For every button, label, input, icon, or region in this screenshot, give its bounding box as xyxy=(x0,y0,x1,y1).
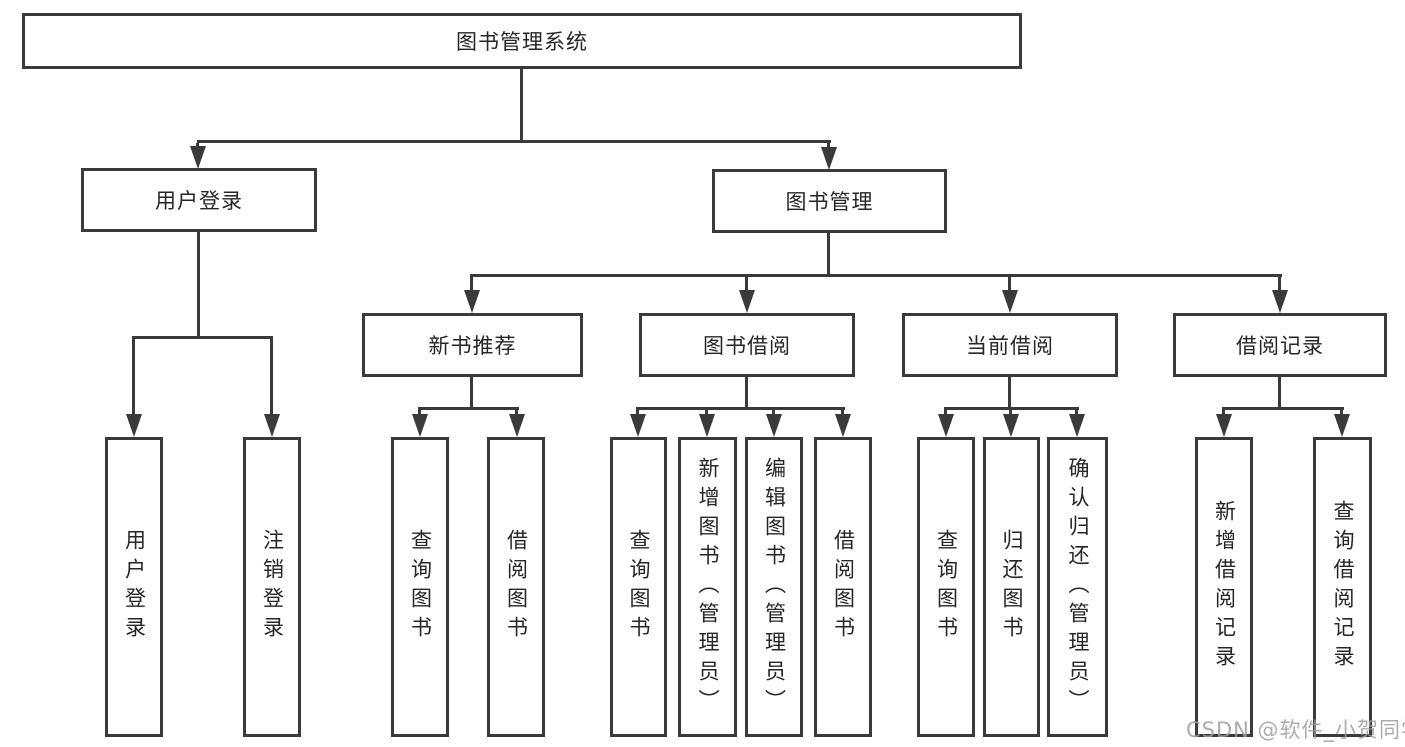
arrow-down-icon xyxy=(464,290,480,313)
connector-line xyxy=(132,339,135,418)
node-label: 借阅图书 xyxy=(831,529,856,645)
node-label: 查询借阅记录 xyxy=(1331,500,1355,674)
arrow-down-icon xyxy=(699,414,715,437)
arrow-down-icon xyxy=(264,414,280,437)
leaf-confirm-return-admin: 确认归还（管理员） xyxy=(1047,437,1108,737)
arrow-down-icon xyxy=(835,414,851,437)
node-label: 用户登录 xyxy=(155,189,243,213)
leaf-query-books-borrowing: 查询图书 xyxy=(610,437,667,737)
arrow-down-icon xyxy=(1334,414,1350,437)
node-label: 新增图书（管理员） xyxy=(696,456,720,718)
node-label: 编辑图书（管理员） xyxy=(762,456,787,718)
node-label: 注销登录 xyxy=(260,529,285,645)
node-borrowing-records: 借阅记录 xyxy=(1173,313,1387,377)
connector-line xyxy=(1008,277,1011,293)
node-label: 图书管理 xyxy=(785,190,874,214)
leaf-edit-books-admin: 编辑图书（管理员） xyxy=(745,437,803,737)
connector-line xyxy=(1278,277,1281,293)
arrow-down-icon xyxy=(126,414,142,437)
connector-line xyxy=(827,233,830,277)
arrow-down-icon xyxy=(1272,290,1288,313)
arrow-down-icon xyxy=(630,414,646,437)
connector-line xyxy=(520,69,523,143)
connector-line xyxy=(197,140,831,143)
arrow-down-icon xyxy=(739,290,755,313)
connector-line xyxy=(270,339,273,418)
connector-line xyxy=(470,277,473,293)
arrow-down-icon xyxy=(1216,414,1232,437)
node-label: 新书推荐 xyxy=(428,334,517,358)
arrow-down-icon xyxy=(766,414,782,437)
leaf-borrow-books-borrowing: 借阅图书 xyxy=(814,437,872,737)
connector-line xyxy=(470,274,1282,277)
connector-line xyxy=(944,407,1079,410)
node-label: 归还图书 xyxy=(1000,529,1024,645)
node-label: 图书借阅 xyxy=(703,334,791,358)
node-label: 借阅图书 xyxy=(504,529,529,645)
leaf-query-books-current: 查询图书 xyxy=(917,437,975,737)
node-root: 图书管理系统 xyxy=(22,13,1022,69)
arrow-down-icon xyxy=(509,414,525,437)
arrow-down-icon xyxy=(1069,414,1085,437)
leaf-query-borrow-record: 查询借阅记录 xyxy=(1313,437,1372,737)
node-book-management: 图书管理 xyxy=(712,169,947,233)
node-label: 用户登录 xyxy=(122,529,147,645)
arrow-down-icon xyxy=(1002,290,1018,313)
leaf-add-books-admin: 新增图书（管理员） xyxy=(678,437,737,737)
connector-line xyxy=(1278,377,1281,410)
node-user-login: 用户登录 xyxy=(81,168,317,232)
arrow-down-icon xyxy=(1003,414,1019,437)
node-label: 借阅记录 xyxy=(1236,334,1324,358)
leaf-logout-login: 注销登录 xyxy=(243,437,301,737)
connector-line xyxy=(197,232,200,339)
node-label: 查询图书 xyxy=(408,529,433,645)
connector-line xyxy=(745,277,748,293)
arrow-down-icon xyxy=(412,414,428,437)
node-label: 查询图书 xyxy=(627,529,651,645)
connector-line xyxy=(132,336,273,339)
connector-line xyxy=(470,377,473,410)
arrow-down-icon xyxy=(821,147,837,170)
node-label: 当前借阅 xyxy=(966,334,1054,358)
node-label: 新增借阅记录 xyxy=(1212,500,1237,674)
leaf-query-books-recommend: 查询图书 xyxy=(391,437,449,737)
leaf-borrow-books-recommend: 借阅图书 xyxy=(487,437,545,737)
node-label: 确认归还（管理员） xyxy=(1066,456,1090,718)
arrow-down-icon xyxy=(938,414,954,437)
connector-line xyxy=(745,377,748,410)
leaf-user-login: 用户登录 xyxy=(105,437,163,737)
leaf-add-borrow-record: 新增借阅记录 xyxy=(1195,437,1253,737)
arrow-down-icon xyxy=(190,146,206,169)
connector-line xyxy=(636,407,845,410)
node-new-book-recommend: 新书推荐 xyxy=(362,313,583,377)
node-book-borrowing: 图书借阅 xyxy=(639,313,855,377)
connector-line xyxy=(1222,407,1344,410)
node-current-borrowing: 当前借阅 xyxy=(902,313,1118,377)
node-label: 查询图书 xyxy=(934,529,959,645)
connector-line xyxy=(418,407,519,410)
leaf-return-books: 归还图书 xyxy=(983,437,1040,737)
node-label: 图书管理系统 xyxy=(456,30,588,54)
connector-line xyxy=(1008,377,1011,410)
watermark: CSDN @软件_小贺同学 xyxy=(1186,718,1405,742)
